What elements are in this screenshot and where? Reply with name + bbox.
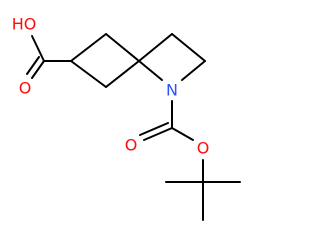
structure-canvas: HO O N O O — [11, 14, 241, 221]
hydroxyl-label: HO — [12, 15, 37, 34]
bond-spiro-c4 — [138, 33, 173, 62]
acid-carbonyl-oxygen-label: O — [19, 79, 32, 98]
molecule-drawing: HO O N O O — [12, 15, 241, 221]
bond-acid-carbon-oh — [31, 35, 45, 62]
bond-c4-c5 — [171, 33, 206, 62]
boc-ether-oxygen-label: O — [197, 139, 210, 158]
bond-acid-carbonyl-b — [26, 56, 40, 75]
bond-c1-c2 — [70, 33, 107, 62]
bond-boc-carbonyl-a — [143, 127, 173, 141]
boc-carbonyl-oxygen-label: O — [125, 136, 138, 155]
bond-boc-carbonyl-b — [139, 122, 169, 136]
bond-c3-c1 — [70, 60, 107, 88]
nitrogen-label: N — [166, 81, 178, 100]
bond-n-spiro — [138, 60, 163, 81]
bond-boc-carbon-ether-o — [171, 127, 194, 141]
bond-acid-carbonyl-a — [31, 60, 45, 79]
bond-c2-spiro — [105, 33, 140, 62]
bond-c5-n — [181, 60, 206, 81]
bond-spiro-c3 — [105, 60, 140, 88]
